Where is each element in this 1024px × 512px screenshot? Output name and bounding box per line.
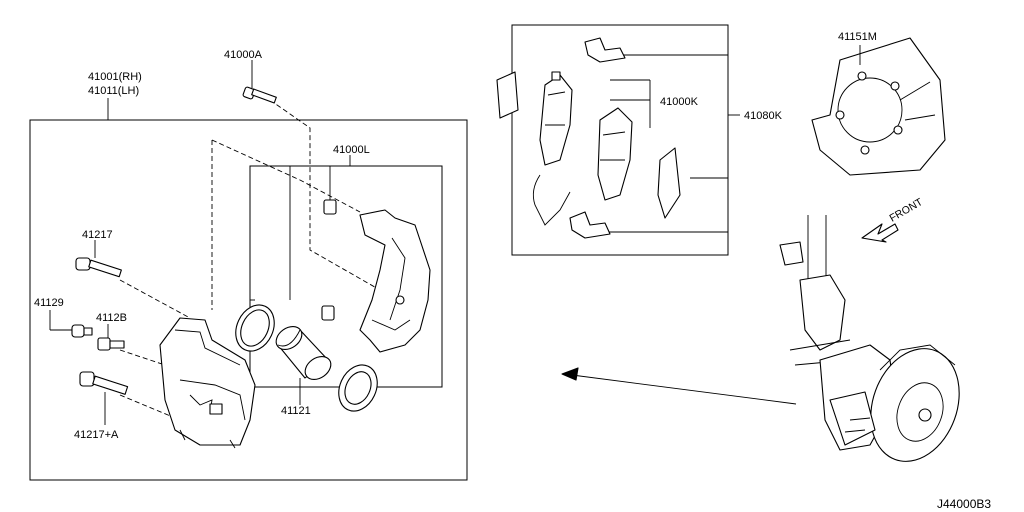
caliper-bolt-a-icon (79, 371, 129, 395)
bleeder-cap-label: 41129 (34, 297, 64, 309)
bracket-nut-lower-icon (321, 305, 335, 321)
dust-shield-icon (811, 37, 946, 176)
pad-set-frame (511, 24, 729, 256)
piston-label: 41121 (281, 405, 311, 417)
pad-set-label: 41080K (744, 110, 783, 122)
pad-kit-label: 41000K (660, 96, 699, 108)
assembly-line-bleeder (119, 349, 166, 366)
piston-seal-icon (235, 304, 275, 352)
pad-shim-icon (496, 71, 519, 119)
bracket-kit-label: 41000L (333, 144, 370, 156)
bolt-kit-label: 41000A (224, 49, 263, 61)
bracket-nut-icon (323, 199, 337, 215)
bleeder-screw-icon (97, 337, 125, 351)
caliper-rh-label: 41001(RH) (88, 71, 142, 83)
caliper-lh-label: 41011(LH) (88, 85, 139, 97)
front-arrow-icon (861, 223, 899, 243)
assembly-line-41217 (119, 279, 191, 319)
bolt-41217-label: 41217 (82, 229, 113, 241)
guide-pin-bolt-icon (242, 86, 277, 104)
assembly-line-41217a (119, 394, 181, 421)
brake-pad-inner-icon (539, 71, 573, 166)
brake-caliper-body-icon (159, 317, 256, 449)
pad-clip-top-icon (584, 37, 626, 63)
caliper-piston-icon (275, 325, 332, 381)
pad-wear-sensor-icon (532, 174, 571, 226)
dust-boot-icon (338, 364, 378, 412)
assembly-line-bolt (269, 99, 381, 291)
assembly-line-caliper (211, 139, 361, 310)
diagram-code: J44000B3 (937, 497, 991, 511)
caliper-assembly-frame (29, 119, 468, 481)
dust-shield-label: 41151M (838, 31, 877, 43)
caliper-bolt-icon (75, 257, 122, 278)
install-direction-arrow-icon (561, 367, 797, 405)
bleeder-cap-icon (71, 324, 93, 338)
pad-shim-outer-icon (657, 147, 681, 219)
bleeder-screw-label: 4112B (96, 312, 127, 324)
front-label: FRONT (888, 196, 926, 225)
bolt-41217a-label: 41217+A (74, 429, 119, 441)
caliper-bracket-icon (359, 209, 431, 353)
pad-clip-bottom-icon (569, 211, 611, 239)
brake-pad-outer-icon (597, 107, 633, 201)
strut-hub-assembly-icon (779, 215, 960, 462)
